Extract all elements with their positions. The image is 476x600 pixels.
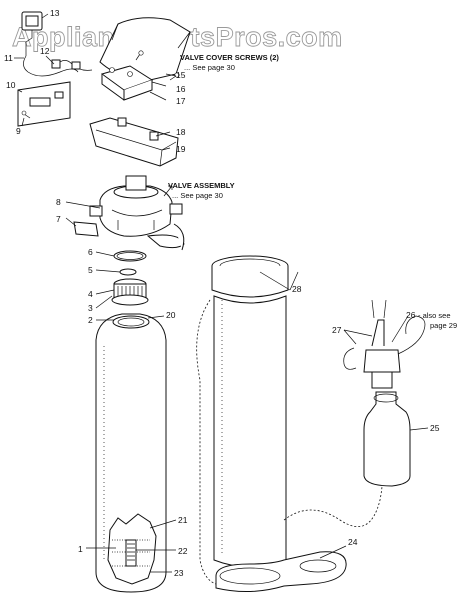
control-panel <box>17 81 71 127</box>
callout-21: 21 <box>178 515 188 525</box>
callout-17: 17 <box>176 96 186 106</box>
note-valve-cover-screws: VALVE COVER SCREWS (2) <box>180 53 279 62</box>
notes: VALVE COVER SCREWS (2) ... See page 30 V… <box>168 53 457 330</box>
callout-8: 8 <box>56 197 61 207</box>
valve-faceplate <box>89 117 179 167</box>
callout-24: 24 <box>348 537 358 547</box>
callout-5: 5 <box>88 265 93 275</box>
note-valve-cover-see: ... See page 30 <box>184 63 235 72</box>
cover-screws <box>135 50 180 81</box>
callout-numbers: 13 11 12 10 9 15 16 17 18 19 8 7 6 5 4 3… <box>4 8 440 578</box>
note-also-see: - also see <box>418 311 451 320</box>
callout-20: 20 <box>166 310 176 320</box>
tank-adapter <box>111 278 149 306</box>
callout-27: 27 <box>332 325 342 335</box>
tank-cutaway <box>107 513 157 585</box>
brine-valve <box>343 299 426 389</box>
screw-9 <box>21 110 31 119</box>
note-also-see-page: page 29 <box>430 321 457 330</box>
callout-10: 10 <box>6 80 16 90</box>
callout-9: 9 <box>16 126 21 136</box>
brine-line-right <box>283 459 384 528</box>
callout-26: 26 <box>406 310 416 320</box>
timer-bracket <box>100 65 154 101</box>
callout-6: 6 <box>88 247 93 257</box>
callout-28: 28 <box>292 284 302 294</box>
brine-tank <box>211 255 289 568</box>
callout-15: 15 <box>176 70 186 80</box>
callout-2: 2 <box>88 315 93 325</box>
brine-line-left <box>196 299 217 585</box>
transformer <box>21 11 43 56</box>
float-bottle <box>363 391 411 487</box>
callout-22: 22 <box>178 546 188 556</box>
clamp-halves <box>73 221 185 251</box>
o-ring-small <box>119 268 137 276</box>
callout-4: 4 <box>88 289 93 299</box>
note-valve-assembly-see: ... See page 30 <box>172 191 223 200</box>
valve-assembly <box>89 175 183 237</box>
callout-19: 19 <box>176 144 186 154</box>
leader-lines <box>14 13 429 573</box>
callout-18: 18 <box>176 127 186 137</box>
wire-harness <box>23 55 93 77</box>
callout-11: 11 <box>4 53 13 63</box>
callout-7: 7 <box>56 214 61 224</box>
callout-1: 1 <box>78 544 83 554</box>
callout-16: 16 <box>176 84 186 94</box>
note-valve-assembly: VALVE ASSEMBLY <box>168 181 235 190</box>
callout-25: 25 <box>430 423 440 433</box>
callout-3: 3 <box>88 303 93 313</box>
callout-12: 12 <box>40 46 50 56</box>
callout-13: 13 <box>50 8 60 18</box>
brine-base <box>215 551 347 593</box>
callout-23: 23 <box>174 568 184 578</box>
